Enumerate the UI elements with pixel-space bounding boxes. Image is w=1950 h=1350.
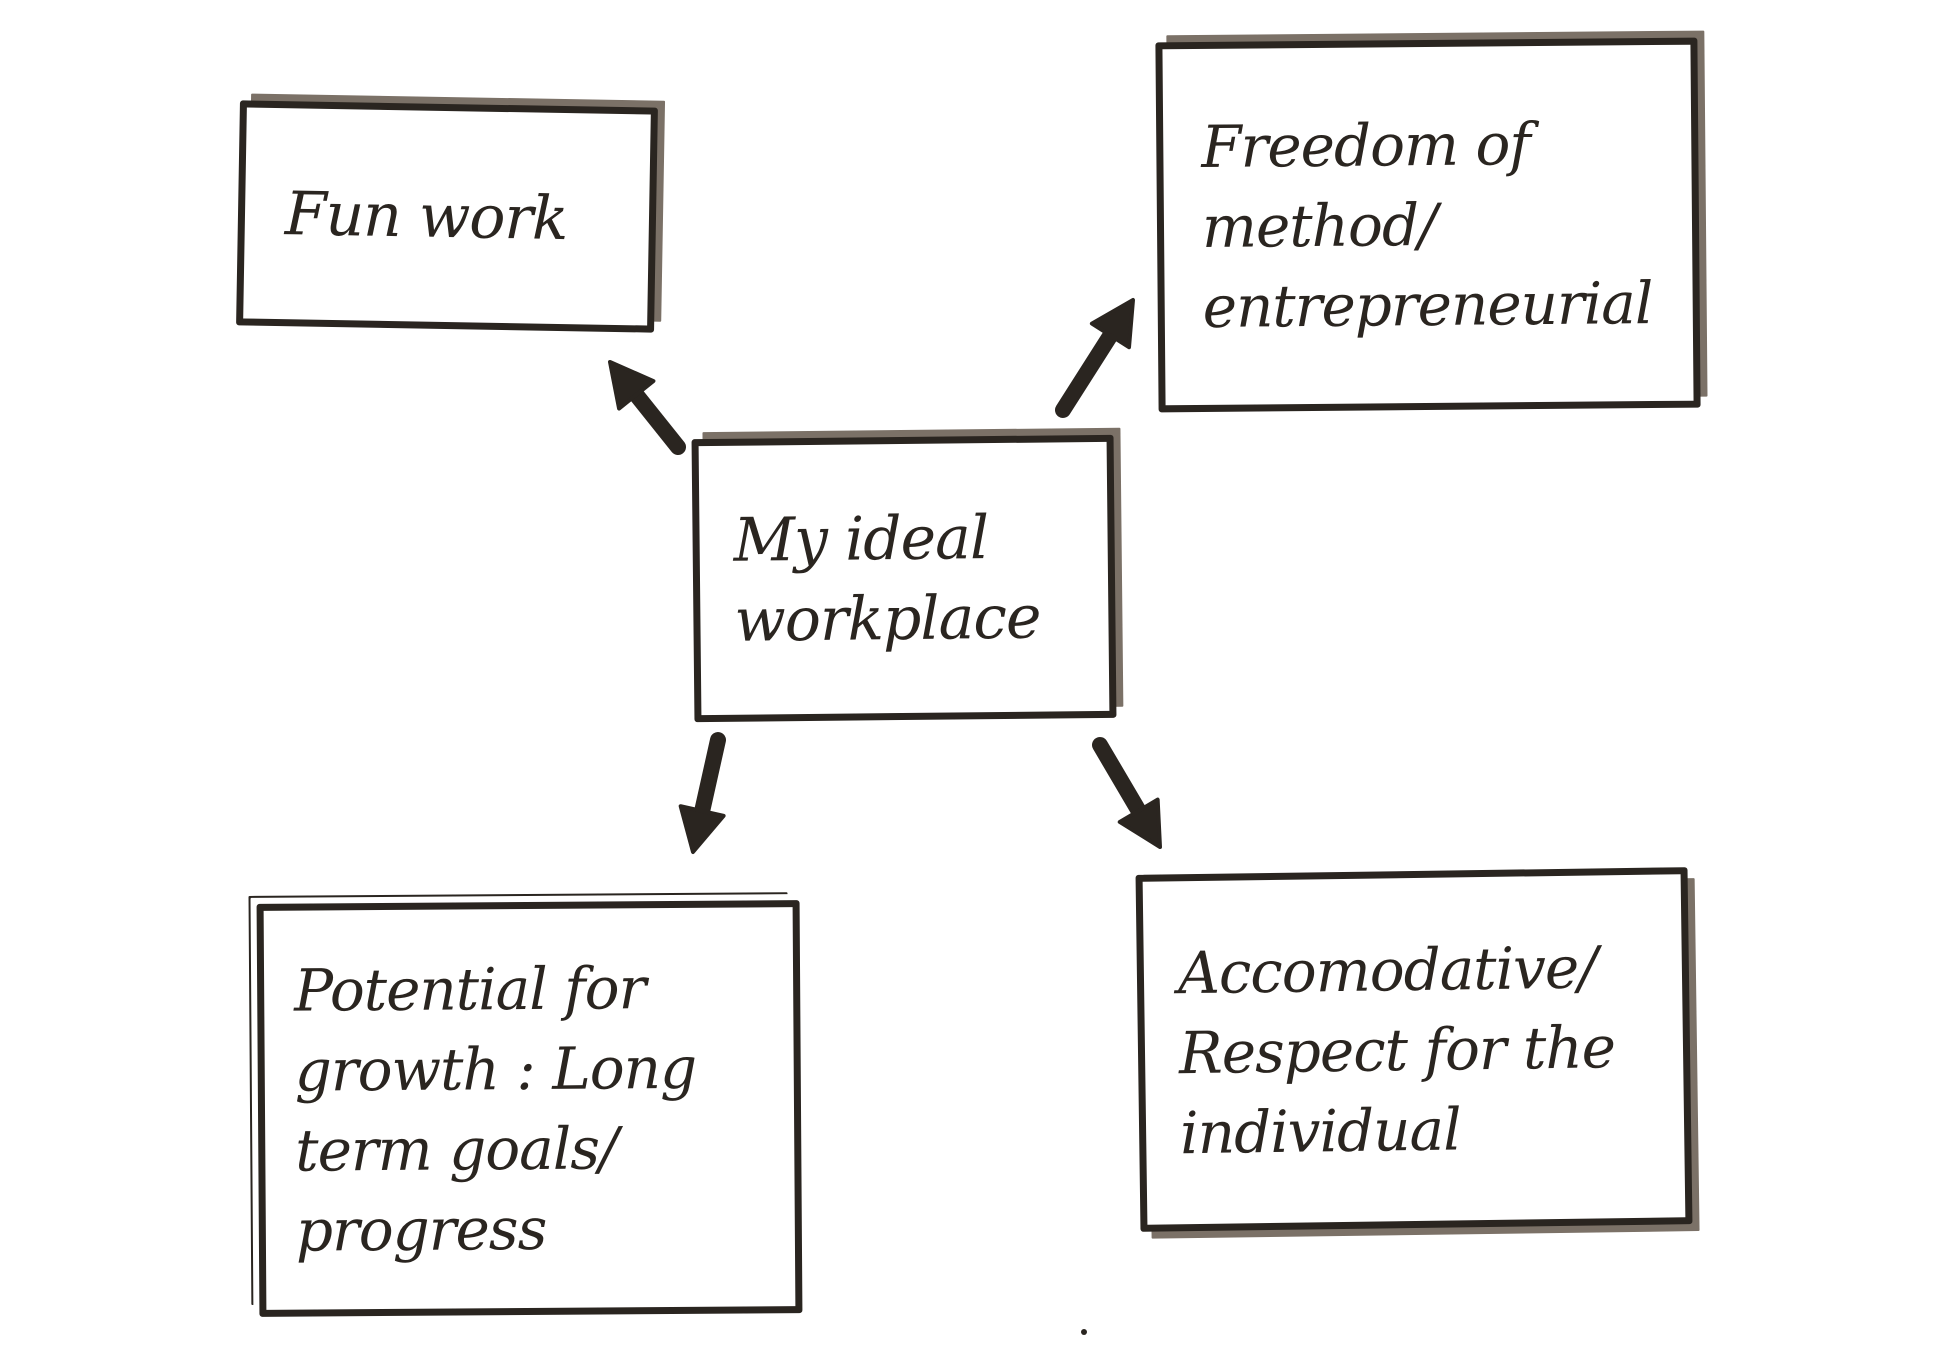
node-my-ideal-workplace-label: My ideal workplace <box>733 502 1041 656</box>
arrow-to-fun-work <box>608 360 686 455</box>
arrow-head <box>1089 298 1135 350</box>
node-fun-work: Fun work <box>236 100 658 333</box>
arrow-to-growth <box>678 732 726 854</box>
arrow-shaft <box>1055 327 1119 418</box>
arrow-head <box>1117 797 1162 849</box>
node-accommodative-label: Accomodative/ Respect for the individual <box>1177 932 1616 1167</box>
node-potential-for-growth-label: Potential for growth : Long term goals/ … <box>293 953 697 1265</box>
arrow-shaft <box>628 386 686 455</box>
arrow-shaft <box>694 732 726 820</box>
arrow-head <box>678 804 726 854</box>
node-freedom-of-method: Freedom of method/ entrepreneurial <box>1155 37 1701 413</box>
ink-dot <box>1081 1329 1087 1335</box>
node-freedom-of-method-label: Freedom of method/ entrepreneurial <box>1201 110 1653 341</box>
node-potential-for-growth: Potential for growth : Long term goals/ … <box>256 900 803 1317</box>
arrow-shaft <box>1092 737 1147 819</box>
arrow-head <box>608 360 656 411</box>
node-my-ideal-workplace: My ideal workplace <box>691 434 1117 723</box>
arrow-to-accommodative <box>1092 737 1162 849</box>
arrow-to-freedom <box>1055 298 1135 418</box>
node-accommodative: Accomodative/ Respect for the individual <box>1135 867 1693 1232</box>
node-fun-work-label: Fun work <box>284 178 569 254</box>
